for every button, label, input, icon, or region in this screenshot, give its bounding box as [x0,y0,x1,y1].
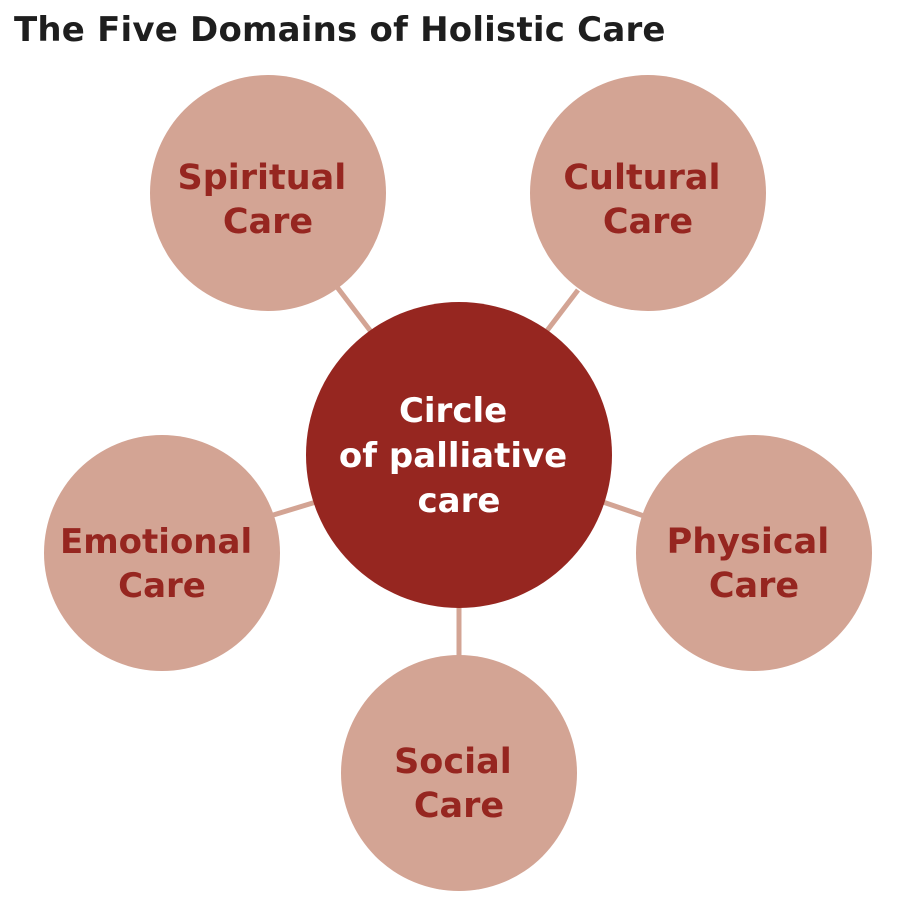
connector-cultural [544,288,580,334]
node-emotional-line-1: Emotional [60,522,252,562]
node-emotional-line-2: Care [118,566,206,606]
svg-text:Physical Care: Physical Care [667,522,842,606]
center-line-2: of palliative [339,436,567,476]
node-physical: Physical Care [636,435,872,671]
svg-text:Circle of palliative: Circle of palliative care [339,391,579,521]
connector-physical [599,498,645,519]
center-line-1: Circle [399,391,507,431]
node-physical-line-2: Care [709,566,799,606]
node-spiritual-line-2: Care [223,202,313,242]
node-cultural-line-1: Cultural [563,158,720,198]
node-cultural-line-2: Care [603,202,693,242]
node-spiritual: Spiritual Care [150,75,386,311]
node-physical-line-1: Physical [667,522,830,562]
node-spiritual-line-1: Spiritual [178,158,347,198]
node-social-line-2: Care [414,786,504,826]
node-social-line-1: Social [394,742,512,782]
node-social: Social Care [341,655,577,891]
center-line-3: care [418,481,501,521]
svg-text:Cultural Care: Cultural Care [563,158,732,242]
svg-text:Emotional Care: Emotional Care [60,522,264,606]
node-emotional: Emotional Care [44,435,280,671]
center-node: Circle of palliative care [306,302,612,608]
connector-spiritual [335,285,374,335]
page-title: The Five Domains of Holistic Care [14,10,666,50]
svg-text:Social Care: Social Care [394,742,524,826]
svg-text:Spiritual Care: Spiritual Care [178,158,359,242]
node-cultural: Cultural Care [530,75,766,311]
connector-emotional [269,499,317,519]
